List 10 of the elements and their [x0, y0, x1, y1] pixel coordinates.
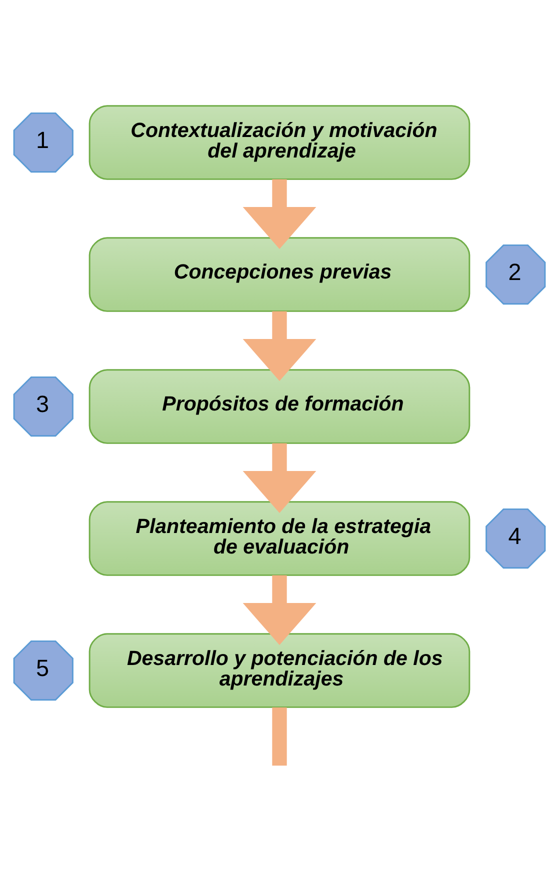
arrow — [242, 179, 316, 249]
node-box: Concepciones previas — [88, 237, 470, 312]
arrow — [242, 311, 316, 381]
arrow — [242, 575, 316, 645]
arrow — [242, 443, 316, 513]
connector — [272, 707, 287, 766]
node-box: Planteamiento de la estrategia de evaluación — [88, 501, 470, 576]
node-box: Contextualización y motivación del aprendizaje — [88, 105, 470, 180]
node-box: Desarrollo y potenciación de los aprendizajes — [88, 633, 470, 708]
node-box: Propósitos de formación — [88, 369, 470, 444]
